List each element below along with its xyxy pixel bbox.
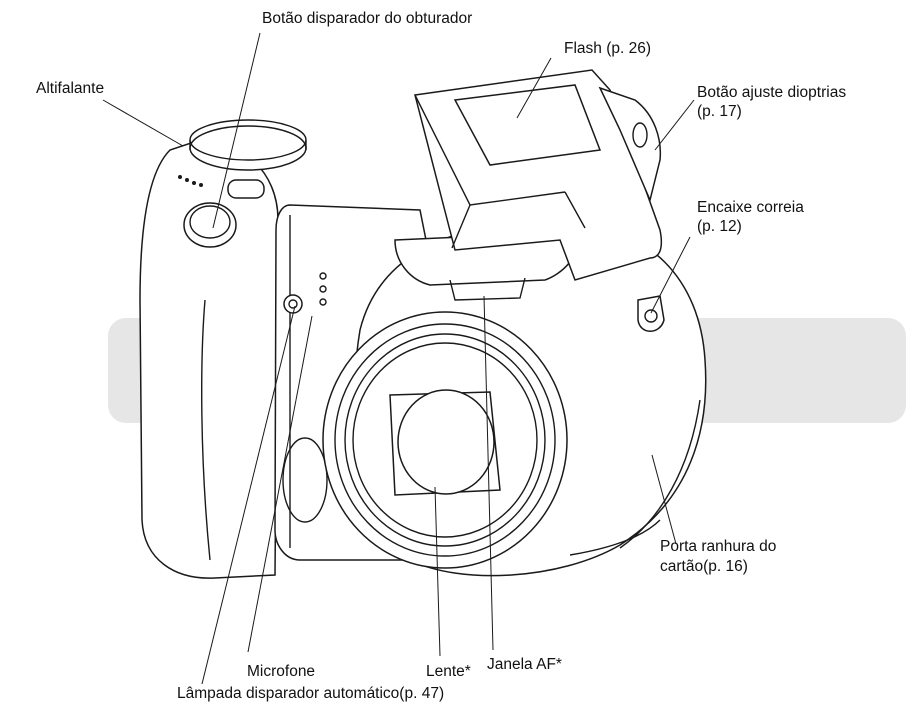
speaker-holes	[178, 175, 203, 187]
microphone-holes	[319, 272, 327, 306]
label-lens: Lente*	[426, 663, 471, 680]
label-shutter-button: Botão disparador do obturador	[262, 10, 473, 27]
mode-dial-edge	[189, 140, 307, 150]
flash-arm	[451, 191, 586, 249]
flash-window	[453, 84, 602, 166]
label-flash: Flash (p. 26)	[564, 40, 652, 57]
label-af-window: Janela AF*	[487, 656, 562, 673]
label-diopter-line2: (p. 17)	[697, 103, 742, 120]
diopter-dial	[632, 122, 648, 148]
label-diopter-line1: Botão ajuste dioptrias	[697, 84, 847, 101]
shutter-button-shape	[183, 202, 237, 248]
card-door-contour	[569, 519, 661, 556]
label-speaker: Altifalante	[36, 80, 105, 97]
af-window-base	[449, 277, 526, 301]
lens-ring-4	[352, 342, 538, 538]
label-card-door-line1: Porta ranhura do	[660, 538, 777, 555]
label-strap-line2: (p. 12)	[697, 218, 742, 235]
lens-ring-2	[334, 323, 556, 557]
lens-ring-3	[344, 333, 546, 547]
label-strap-line1: Encaixe correia	[697, 199, 804, 216]
zoom-switch	[227, 179, 265, 199]
mode-dial	[189, 125, 307, 171]
label-card-door-line2: cartão(p. 16)	[660, 558, 748, 575]
label-self-timer-lamp: Lâmpada disparador automático(p. 47)	[177, 685, 445, 702]
grip-contour	[201, 299, 211, 561]
leader-lines	[102, 32, 695, 685]
label-microphone: Microfone	[247, 663, 316, 680]
strap-lug-shape	[637, 295, 665, 332]
grip-bulge	[282, 437, 328, 523]
lens-glass	[397, 389, 495, 495]
viewfinder-hump	[598, 86, 662, 203]
self-timer-lamp-shape	[283, 294, 303, 314]
